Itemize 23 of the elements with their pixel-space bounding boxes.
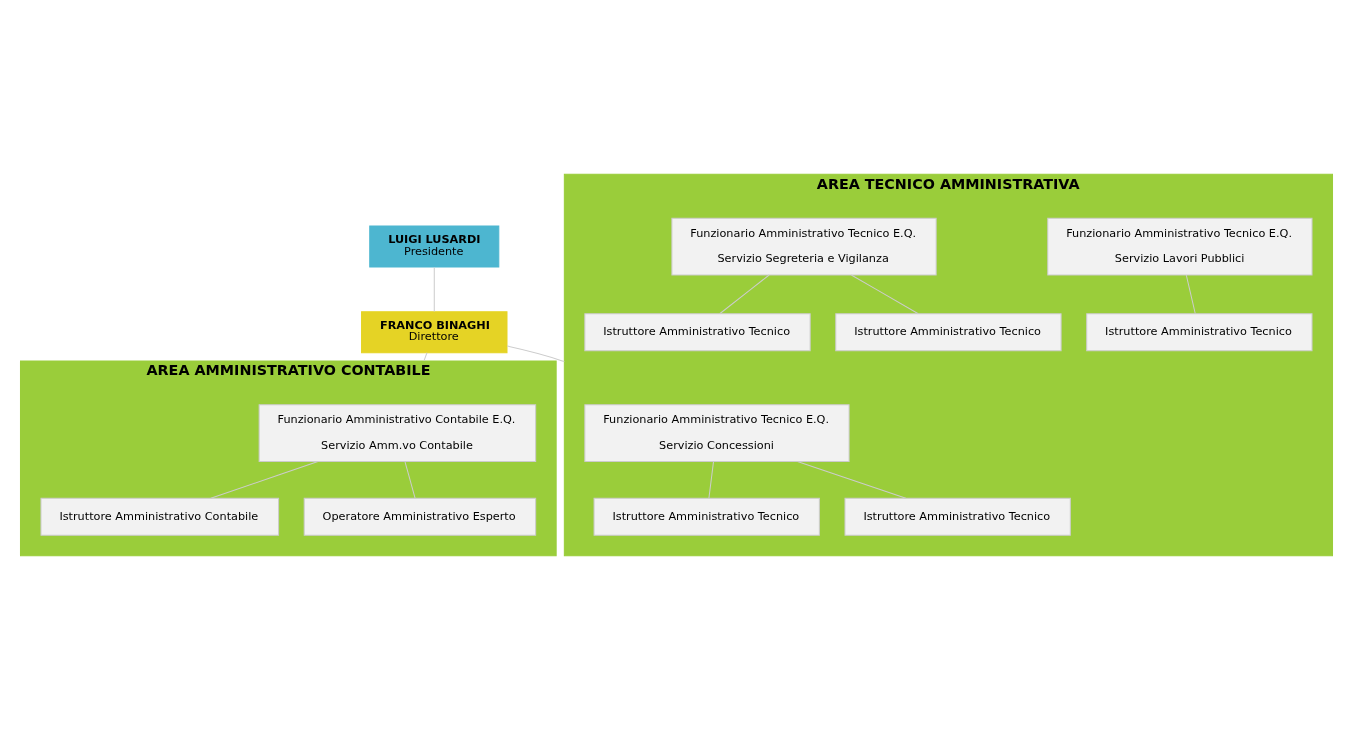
node-box: Istruttore Amministrativo Tecnico xyxy=(593,497,820,536)
connector xyxy=(850,274,919,314)
node-box: Istruttore Amministrativo Tecnico xyxy=(835,312,1062,351)
connector xyxy=(506,345,565,362)
node-box: LUIGI LUSARDI Presidente xyxy=(369,225,500,268)
node-box: Istruttore Amministrativo Tecnico xyxy=(1086,312,1313,351)
connector xyxy=(719,274,770,314)
connector xyxy=(404,460,416,499)
node-box: Funzionario Amministrativo Contabile E.Q. Servizio Amm.vo Contabile xyxy=(258,403,537,462)
connector xyxy=(1185,274,1196,314)
connector xyxy=(423,351,428,361)
node-box: Funzionario Amministrativo Tecnico E.Q. Servizio Concessioni xyxy=(584,403,850,462)
connector xyxy=(796,460,907,499)
node-box: FRANCO BINAGHI Direttore xyxy=(361,310,508,353)
node-box: Istruttore Amministrativo Tecnico xyxy=(584,312,811,351)
connector xyxy=(433,266,435,312)
connector xyxy=(708,460,714,499)
node-box: Funzionario Amministrativo Tecnico E.Q. Servizio Segreteria e Vigilanza xyxy=(671,217,937,275)
node-box: Operatore Amministrativo Esperto xyxy=(303,497,537,536)
node-box: Istruttore Amministrativo Tecnico xyxy=(844,497,1071,536)
node-box: Funzionario Amministrativo Tecnico E.Q. Servizio Lavori Pubblici xyxy=(1047,217,1313,275)
node-box: Istruttore Amministrativo Contabile xyxy=(40,497,280,536)
connector xyxy=(210,460,319,499)
